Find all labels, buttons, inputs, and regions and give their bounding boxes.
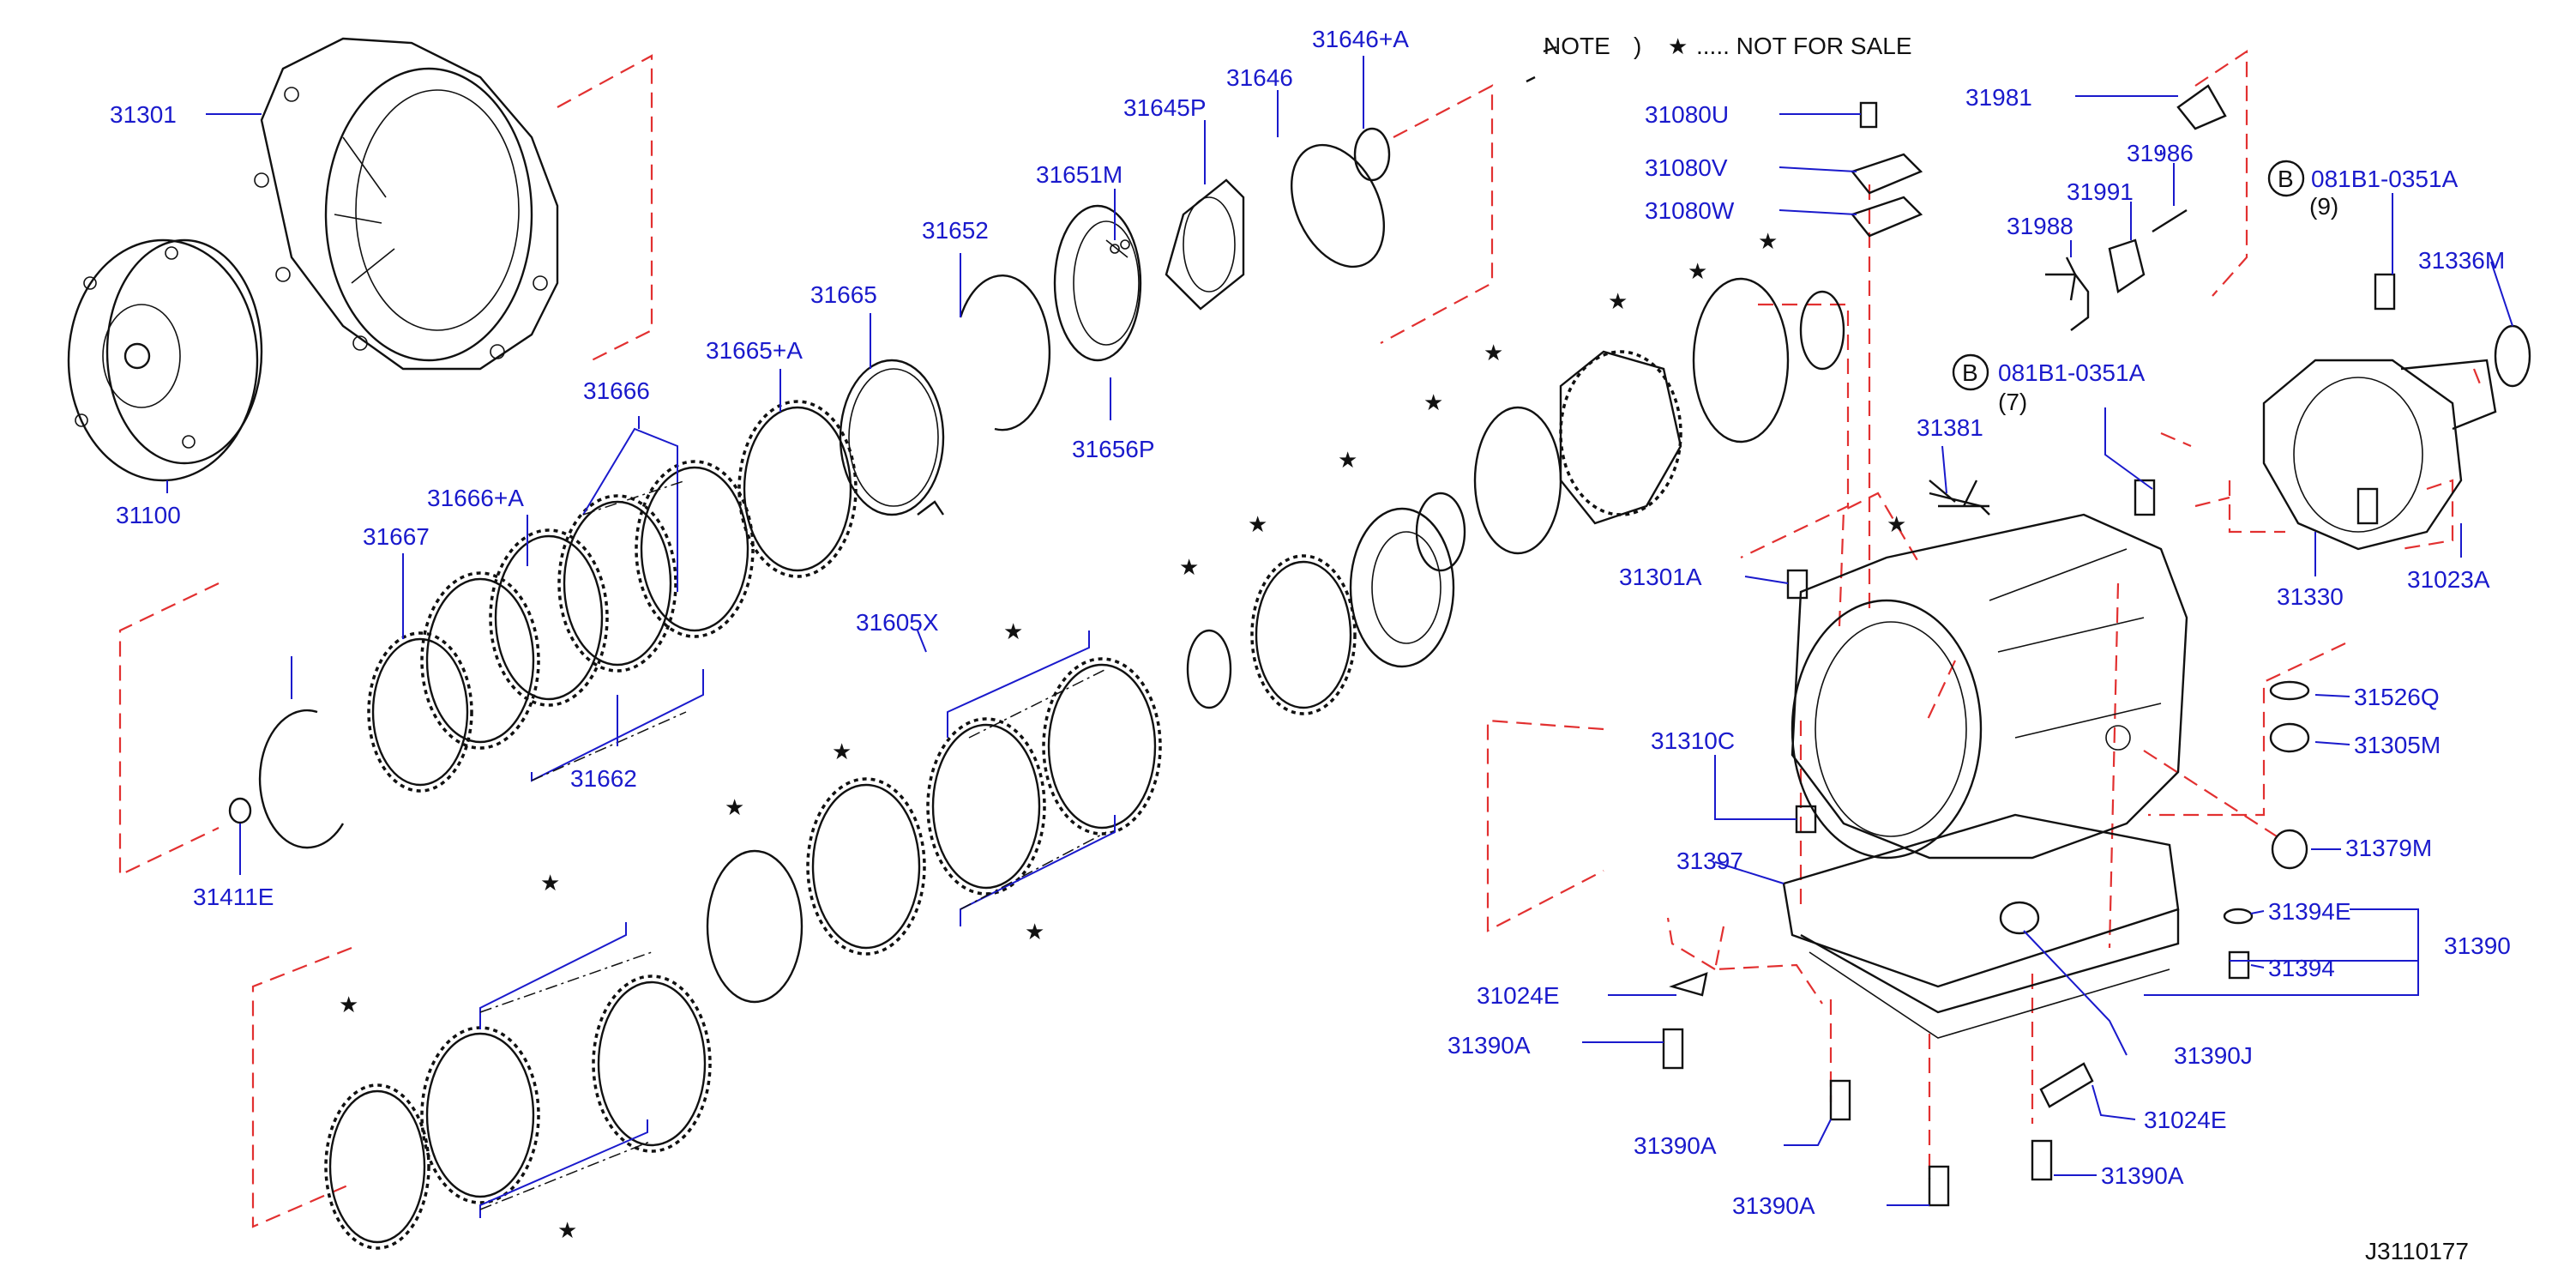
part-label: 31645P	[1123, 94, 1207, 121]
clutch-pack-upper	[228, 460, 755, 849]
part-label: 31981	[1965, 84, 2032, 111]
part-label: 31646	[1226, 64, 1293, 91]
part-label: 31662	[570, 765, 637, 792]
part-label: 31390J	[2174, 1042, 2253, 1069]
note-prefix: NOTE	[1544, 33, 1610, 59]
star-icon: ★	[1688, 259, 1707, 285]
part-label: 31390	[2444, 932, 2511, 959]
part-label: 31411E	[193, 884, 274, 910]
part-label: 31390A	[1447, 1032, 1531, 1059]
part-label: 31666	[583, 377, 650, 404]
part-label: 31646+A	[1312, 26, 1409, 52]
part-label: 31991	[2067, 178, 2134, 205]
part-label: 31666+A	[427, 485, 524, 511]
star-icon: ★	[725, 795, 744, 821]
center-clutch-set	[706, 277, 1845, 1004]
not-for-sale-markers: ★ ★ ★ ★ ★ ★ ★ ★ ★ ★ ★ ★ ★ ★ ★ ★	[339, 229, 1906, 1244]
quantity-label: (7)	[1998, 389, 2027, 415]
star-icon: ★	[1338, 448, 1357, 474]
note-header: NOTE ) ★ ..... NOT FOR SALE	[1544, 33, 1912, 60]
star-icon: ★	[1608, 289, 1628, 315]
group-brackets	[479, 427, 2419, 1218]
star-icon: ★	[557, 1218, 577, 1244]
part-label: 31024E	[1477, 982, 1560, 1009]
star-icon: ★	[1179, 555, 1199, 581]
note-star-icon: ★	[1668, 34, 1688, 60]
assembly-outlines	[118, 49, 2484, 1228]
part-label: 31652	[922, 217, 989, 244]
part-label: 31605X	[856, 609, 939, 636]
part-label: 31665	[810, 281, 877, 308]
part-label: 31080V	[1645, 154, 1728, 181]
circle-b-icon: B	[2278, 166, 2294, 192]
star-icon: ★	[1484, 341, 1503, 366]
part-label: 081B1-0351A	[1998, 359, 2146, 386]
torque-converter	[67, 238, 263, 482]
oil-pan	[1782, 813, 2180, 1039]
part-labels: 31301 31100 31646+A 31646 31645P 31651M …	[110, 26, 2511, 1219]
part-label: 31024E	[2144, 1107, 2227, 1133]
upper-ring-set	[737, 127, 1391, 578]
part-label: 31394	[2268, 955, 2335, 981]
bolt-reference-markers: B B	[1952, 160, 2305, 391]
converter-housing	[254, 37, 559, 371]
part-label: 31100	[116, 502, 181, 528]
star-icon: ★	[1887, 512, 1906, 538]
part-label: 31080W	[1645, 197, 1735, 224]
part-label: 31390A	[1634, 1132, 1717, 1159]
part-label: 081B1-0351A	[2311, 166, 2459, 192]
part-label: 31988	[2007, 213, 2073, 239]
star-icon: ★	[1025, 920, 1044, 945]
part-label: 31667	[363, 523, 430, 550]
part-label: 31023A	[2407, 566, 2490, 593]
star-icon: ★	[1423, 390, 1443, 416]
note-text: ..... NOT FOR SALE	[1696, 33, 1912, 59]
star-icon: ★	[832, 739, 852, 765]
part-label: 31526Q	[2354, 684, 2440, 710]
part-label: 31336M	[2418, 247, 2505, 274]
part-label: 31330	[2277, 583, 2344, 610]
part-label: 31301	[110, 101, 177, 128]
star-icon: ★	[339, 992, 358, 1018]
part-label: 31301A	[1619, 564, 1702, 590]
part-label: 31986	[2127, 140, 2194, 166]
part-label: 31080U	[1645, 101, 1729, 128]
star-icon: ★	[1248, 512, 1267, 538]
star-icon: ★	[540, 871, 560, 896]
note-paren: )	[1634, 33, 1641, 59]
transmission-case	[1526, 45, 2188, 860]
small-hardware	[1662, 101, 2396, 1207]
part-label: 31310C	[1651, 727, 1735, 754]
clutch-pack-lower	[324, 974, 712, 1250]
part-label: 31381	[1917, 414, 1983, 441]
circle-b-icon: B	[1962, 359, 1978, 386]
star-icon: ★	[1003, 619, 1023, 645]
part-label: 31390A	[2101, 1162, 2184, 1189]
extension-housing	[2065, 84, 2531, 551]
leader-lines	[166, 56, 2513, 1206]
part-label: 31305M	[2354, 732, 2441, 758]
part-label: 31390A	[1732, 1192, 1815, 1219]
part-label: 31651M	[1036, 161, 1122, 188]
diagram-code: J3110177	[2365, 1238, 2469, 1264]
star-icon: ★	[1758, 229, 1778, 255]
part-label: 31379M	[2345, 835, 2432, 861]
part-label: 31394E	[2268, 898, 2351, 925]
part-label: 31665+A	[706, 337, 803, 364]
part-label: 31656P	[1072, 436, 1155, 462]
quantity-label: (9)	[2309, 193, 2338, 220]
part-label: 31397	[1676, 848, 1743, 874]
